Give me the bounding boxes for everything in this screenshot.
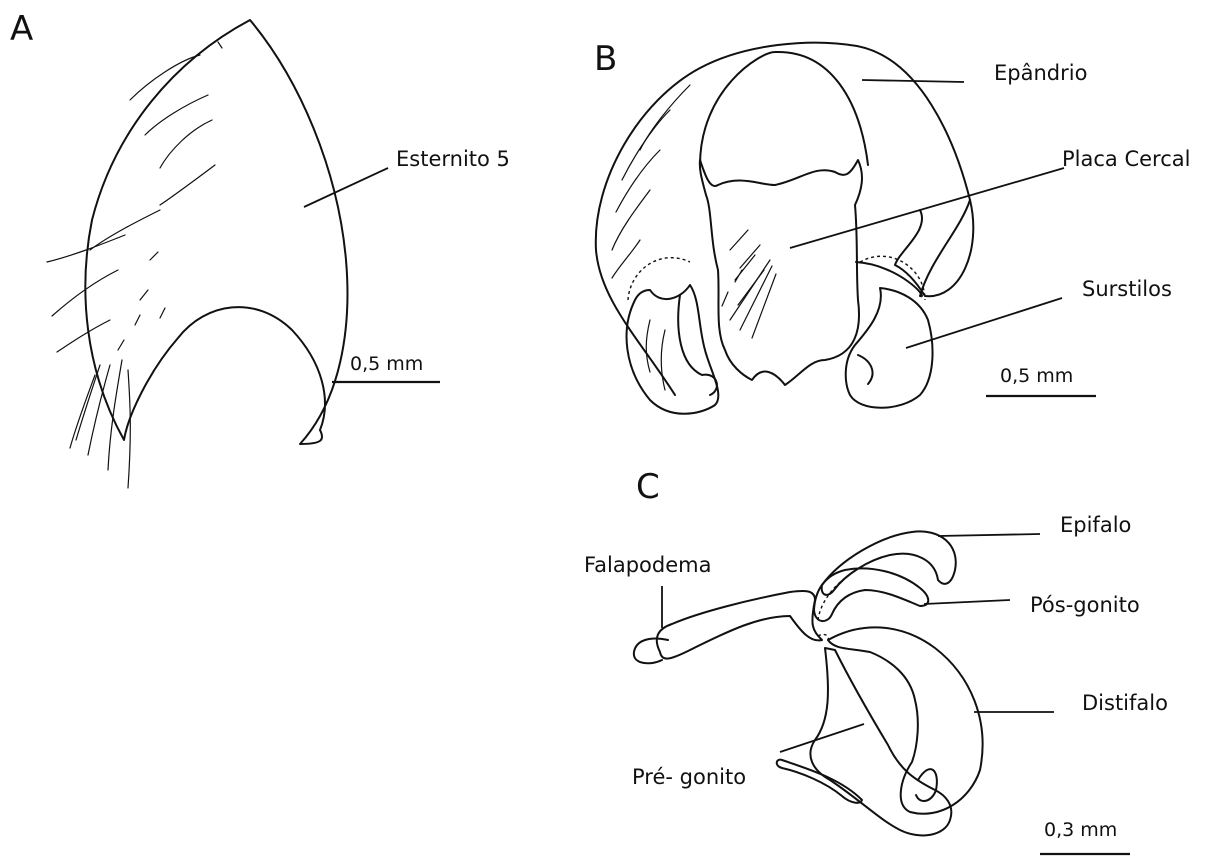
pregonite-process [777,760,862,803]
postgonite-outline [814,568,928,621]
epifalo-leader [938,534,1040,536]
phallapodeme-outline [657,591,822,659]
distifalo-label: Distifalo [1082,691,1168,715]
epandrio-leader [862,80,964,82]
epandrium-right-lobe [856,200,970,296]
pos-gonito-label: Pós-gonito [1030,593,1140,617]
surstilos-label: Surstilos [1082,277,1172,301]
epandrium-outline [596,43,974,395]
placa-cercal-label: Placa Cercal [1062,147,1190,171]
panel-c: C Epifalo Falapodema Pós-gonito Distifal… [584,467,1168,854]
pregonite-outline [810,648,951,835]
right-surstylus-inner [858,355,873,384]
sternite-5-outline [85,20,347,444]
panel-b-scale: 0,5 mm [986,365,1096,396]
falapodema-label: Falapodema [584,553,711,577]
phallapodeme-tip [634,639,668,664]
cercal-plate-bristles [722,230,776,338]
cercal-plate-outline [700,160,862,385]
epandrium-bristles [612,85,690,390]
epiphallus-outline [822,531,956,594]
epifalo-label: Epifalo [1060,513,1131,537]
epandrium-inner-outline [700,52,868,165]
panel-a-scale-text: 0,5 mm [350,353,423,375]
sternite-5-bristles [47,42,222,488]
placa-cercal-leader [790,168,1064,248]
epandrio-label: Epândrio [994,61,1087,85]
pre-gonito-label: Pré- gonito [632,765,746,789]
panel-c-scale-text: 0,3 mm [1044,819,1117,841]
esternito-5-label: Esternito 5 [396,147,510,171]
panel-b: B [594,39,1190,414]
distiphallus-outline [828,627,983,813]
panel-a-scale: 0,5 mm [332,353,440,382]
pos-gonito-leader [924,600,1010,604]
left-surstylus-outline [627,285,719,414]
panel-b-scale-text: 0,5 mm [1000,365,1073,387]
panel-c-letter: C [636,467,660,507]
right-surstylus-articulation [860,256,925,300]
panel-a: A Esternito 5 0,5 mm [10,9,510,488]
panel-b-letter: B [594,39,617,79]
panel-c-scale: 0,3 mm [1040,819,1130,854]
esternito-5-leader [304,168,388,207]
panel-a-letter: A [10,9,33,49]
